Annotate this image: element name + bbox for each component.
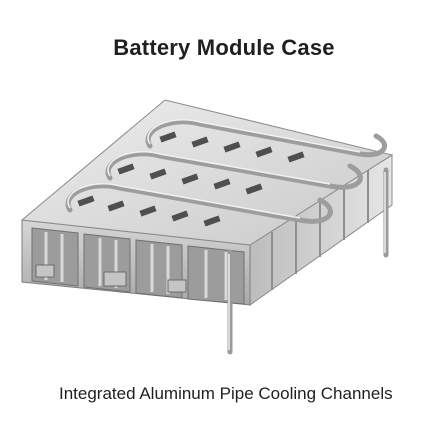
cell-slots <box>77 131 305 227</box>
figure-caption: Integrated Aluminum Pipe Cooling Channel… <box>59 384 393 403</box>
cooling-pipe-highlight <box>67 119 361 219</box>
pipe-ends-highlight <box>228 172 386 350</box>
mounting-bosses <box>35 264 187 293</box>
cooling-pipe <box>65 119 387 224</box>
pipe-ends <box>227 167 389 355</box>
battery-module-case-photo <box>20 99 394 355</box>
side-ribs <box>271 170 369 290</box>
figure-title: Battery Module Case <box>113 35 335 60</box>
